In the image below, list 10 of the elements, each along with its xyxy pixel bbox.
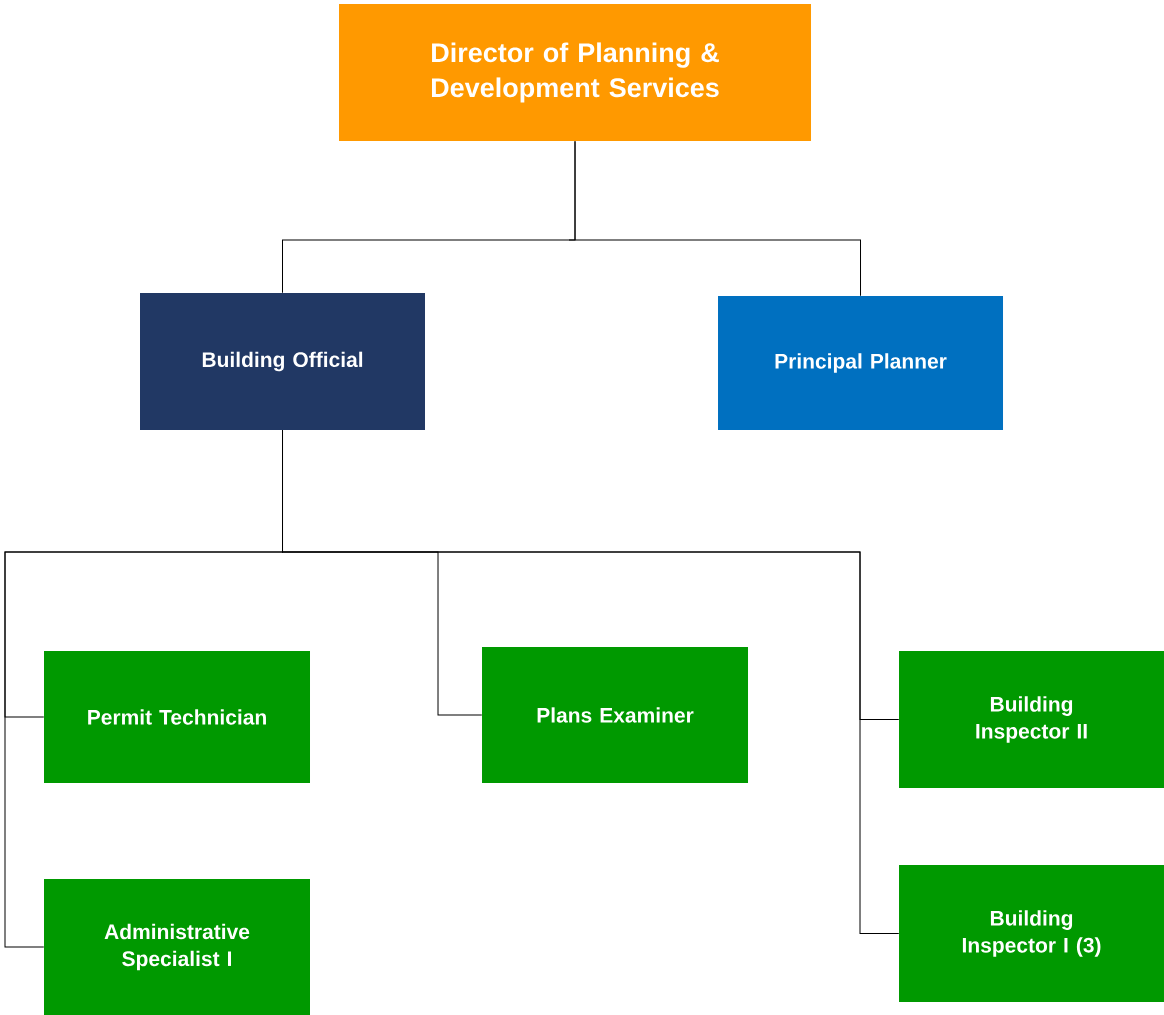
position-box: Plans Examiner (482, 647, 748, 783)
position-box: Building Inspector II (899, 651, 1164, 788)
connector-line (568, 140, 861, 297)
position-box: Building Inspector I (3) (899, 865, 1164, 1002)
position-box: Permit Technician (44, 651, 310, 783)
position-box: Director of Planning & Development Services (339, 4, 811, 141)
position-box: Building Official (140, 293, 425, 430)
connector-line (282, 429, 900, 934)
position-box: Principal Planner (718, 296, 1003, 430)
position-box: Administrative Specialist I (44, 879, 310, 1015)
